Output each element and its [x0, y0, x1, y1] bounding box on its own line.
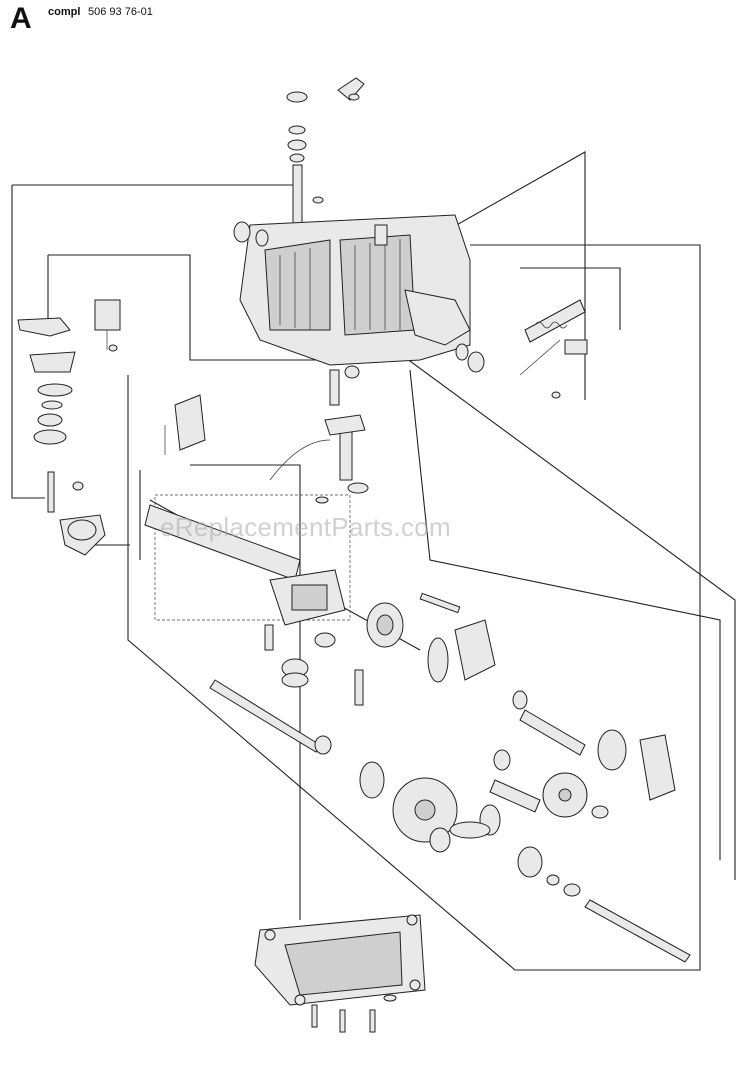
center-linkage — [164, 394, 369, 504]
watermark-text: eReplacementParts.com — [160, 512, 451, 542]
left-lever-assembly — [17, 299, 121, 556]
assembly-part-number: 506 93 76-01 — [88, 6, 153, 18]
gear-train — [209, 679, 691, 963]
main-housing — [233, 214, 485, 406]
lower-housing-cover — [254, 914, 426, 1033]
section-letter: A — [10, 2, 32, 35]
hub-pump-assembly — [366, 592, 528, 710]
top-shaft-assembly — [286, 77, 365, 226]
spring-bracket-assembly — [519, 299, 588, 399]
compl-label: compl — [48, 6, 81, 18]
valve-block-assembly — [144, 494, 364, 706]
